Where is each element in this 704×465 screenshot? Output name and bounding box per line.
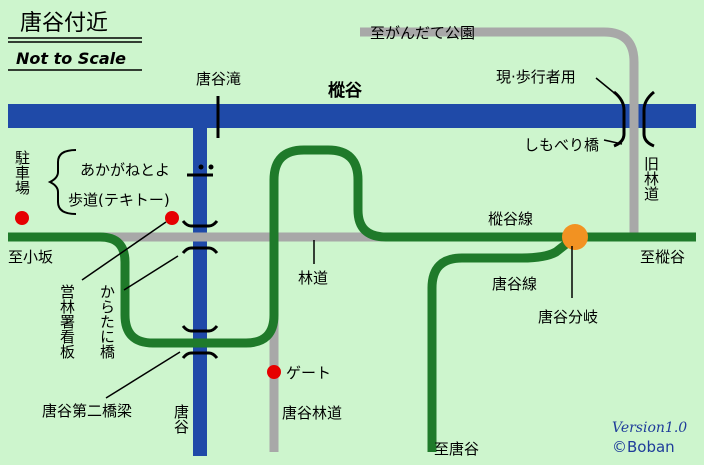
label-momitani-line: 樅谷線	[488, 210, 533, 228]
label-shimoberi-bridge: しもべり橋	[524, 136, 599, 154]
label-gate: ゲート	[286, 364, 331, 382]
old-forest-road	[360, 27, 639, 237]
gate-marker	[267, 365, 281, 379]
label-parking: 駐車場	[13, 150, 31, 195]
leader-forest-office-sign	[81, 221, 167, 281]
karatani-bridge-symbol	[181, 220, 219, 254]
rail-momitani-line	[8, 145, 696, 348]
leader-pedestrian-bridge	[595, 77, 619, 97]
map-title: 唐谷付近	[20, 11, 108, 36]
label-karatani-second-bridge: 唐谷第二橋梁	[42, 402, 132, 420]
label-brace	[47, 149, 77, 215]
forest-office-sign-marker	[165, 211, 179, 225]
rail-karatani-line	[427, 233, 578, 452]
parking-marker	[15, 211, 29, 225]
label-karatani-junction: 唐谷分岐	[538, 308, 598, 326]
label-karatani-forest-road: 唐谷林道	[282, 404, 342, 422]
akaganetoyo-bridge	[187, 164, 214, 177]
karatani-second-bridge-symbol	[181, 325, 219, 359]
leader-karatani-bridge	[123, 255, 179, 291]
karatani-junction-marker	[562, 224, 588, 250]
leader-shimoberi-bridge	[603, 139, 623, 145]
copyright-label: ©Boban	[612, 438, 675, 456]
label-karatani-line: 唐谷線	[492, 275, 537, 293]
label-to-karatani: 至唐谷	[434, 440, 479, 458]
label-karatani-taki: 唐谷滝	[196, 70, 241, 88]
leader-karatani-second-bridge	[105, 351, 181, 399]
label-forest-office-sign: 営林署看板	[58, 284, 76, 359]
karatani-stream	[193, 126, 207, 456]
label-to-kosaka: 至小坂	[8, 248, 53, 266]
label-akaganetoyo: あかがねとよ	[80, 161, 170, 179]
label-pedestrian-bridge: 現·歩行者用	[496, 68, 576, 86]
label-to-gandate-park: 至がんだて公園	[370, 24, 475, 42]
label-footpath: 歩道(テキトー)	[68, 191, 170, 209]
label-karatani-bridge: からたに橋	[98, 284, 116, 359]
label-old-forest-road: 旧林道	[642, 156, 660, 201]
label-karatani-valley: 唐谷	[172, 404, 190, 434]
label-momitani-river: 樅谷	[328, 80, 363, 101]
version-label: Version1.0	[612, 420, 687, 436]
label-forest-road: 林道	[298, 269, 328, 287]
label-to-momitani: 至樅谷	[640, 248, 685, 266]
momitani-river	[8, 104, 696, 128]
map-subtitle: Not to Scale	[16, 49, 126, 68]
